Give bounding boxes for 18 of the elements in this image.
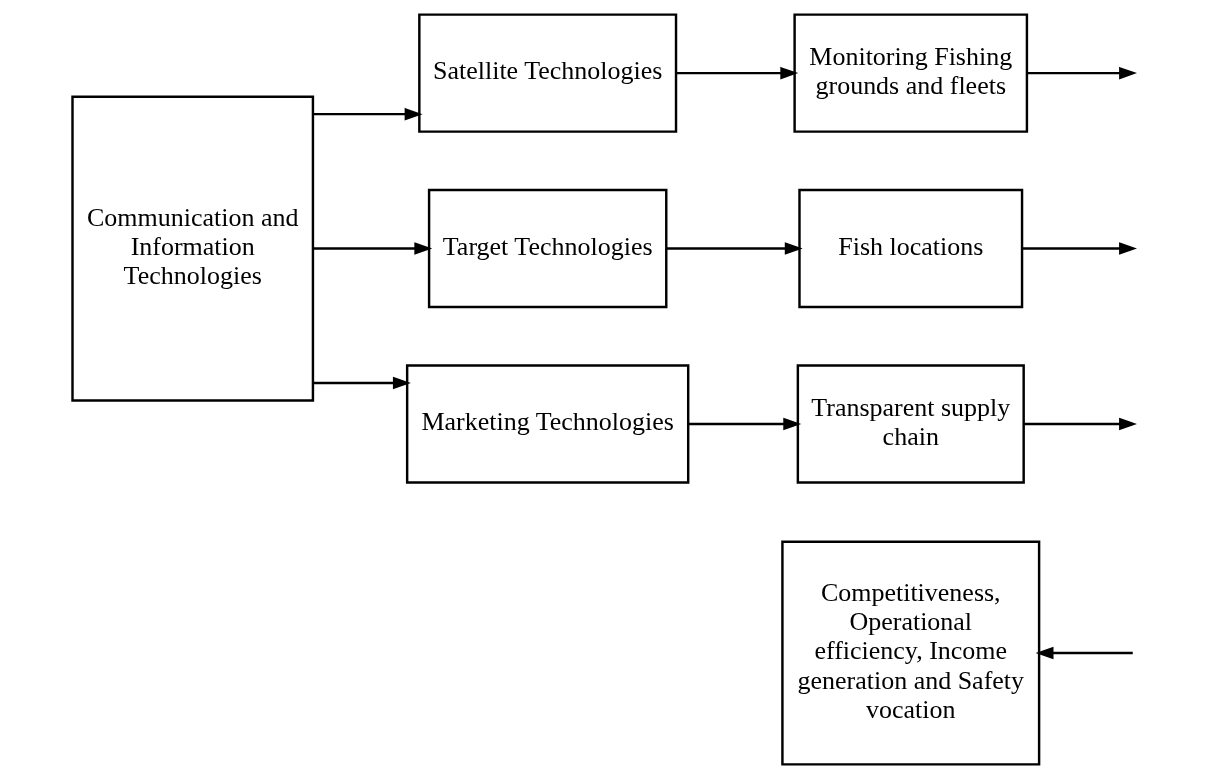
node-box: Fish locations: [798, 188, 1024, 309]
node-box: Competitiveness, Operational efficiency, Income generation and Safety vocation: [781, 540, 1041, 766]
node-box: Monitoring Fishing grounds and fleets: [793, 13, 1029, 133]
arrow: [313, 376, 411, 390]
node-box: Marketing Technologies: [405, 364, 690, 484]
arrow: [1027, 66, 1137, 80]
arrow: [313, 242, 433, 255]
arrow: [313, 107, 423, 121]
node-box: Transparent supply chain: [796, 364, 1025, 484]
arrow: [1022, 242, 1137, 255]
arrow: [1035, 646, 1133, 660]
arrow: [666, 242, 803, 255]
node-box: Target Technologies: [427, 188, 668, 309]
arrow: [688, 417, 802, 431]
node-box: Communication and Information Technologies: [71, 95, 315, 402]
arrow: [676, 66, 799, 80]
arrow: [1024, 417, 1137, 431]
node-box: Satellite Technologies: [418, 13, 678, 133]
